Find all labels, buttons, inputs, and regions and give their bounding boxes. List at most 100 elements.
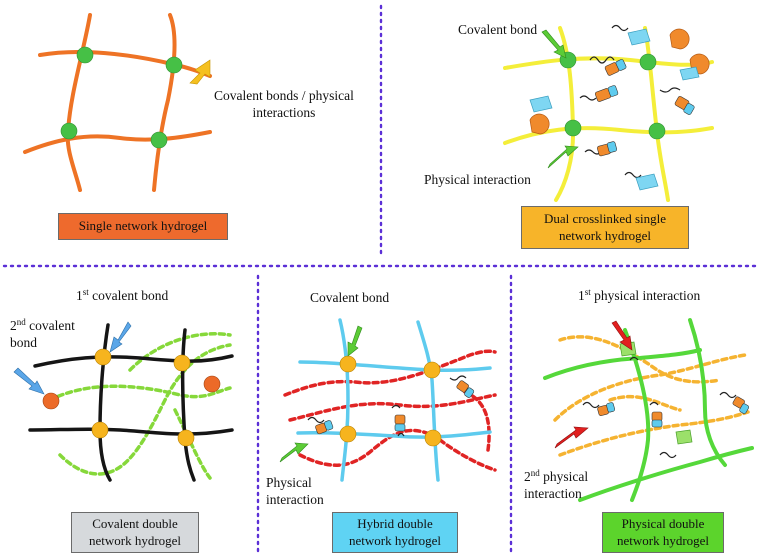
- dual-label-line1: Dual crosslinked single: [543, 211, 667, 227]
- strand: [688, 318, 727, 467]
- green-arrow-physical: [279, 442, 309, 463]
- dual-label-line2: network hydrogel: [558, 227, 652, 243]
- single-annotation: Covalent bonds / physical interactions: [214, 88, 354, 122]
- crosslink-node: [339, 355, 357, 373]
- first-covalent-bond-label: 1st covalent bond: [76, 288, 168, 305]
- linker: [397, 432, 405, 437]
- crosslink-node: [150, 131, 168, 149]
- free-cyan-motif: [627, 28, 651, 46]
- strand: [416, 320, 440, 482]
- hybrid-physical-line1: Physical: [266, 475, 312, 490]
- second-bond-sup: nd: [16, 317, 26, 327]
- blue-arrow-second: [13, 367, 45, 395]
- physical-motif: [606, 141, 618, 153]
- red-arrow-second: [554, 426, 589, 449]
- strand: [298, 360, 492, 373]
- linker: [624, 171, 642, 179]
- crosslink-node: [648, 122, 666, 140]
- first-bond-number: 1: [76, 288, 83, 303]
- strand: [578, 446, 754, 502]
- single-network-label-box: Single network hydrogel: [58, 213, 228, 240]
- first-physical-sup: st: [584, 287, 591, 297]
- crosslink-node: [564, 119, 582, 137]
- linker: [449, 375, 467, 381]
- strand: [152, 13, 177, 192]
- first-physical-label: 1st physical interaction: [578, 288, 700, 305]
- strand: [181, 328, 196, 482]
- strand: [38, 50, 212, 78]
- dashed-strand: [283, 349, 497, 397]
- dashed-strand: [558, 410, 750, 457]
- single-network-label: Single network hydrogel: [78, 218, 208, 234]
- linker: [649, 401, 659, 406]
- dashed-strand: [608, 394, 682, 412]
- free-cyan-motif: [635, 173, 659, 191]
- second-bond-text: covalent: [29, 318, 75, 333]
- hybrid-covalent-label: Covalent bond: [310, 290, 390, 305]
- linker: [307, 416, 325, 424]
- yellow-arrow: [189, 59, 211, 85]
- strand: [503, 56, 714, 70]
- dashed-strand: [48, 384, 232, 402]
- hybrid-double-line1: Hybrid double: [357, 516, 433, 532]
- hybrid-double-diagram: [279, 318, 497, 482]
- strand: [23, 130, 212, 154]
- second-physical-line2: interaction: [524, 485, 582, 501]
- green-arrow-covalent: [347, 325, 363, 357]
- dashed-strand: [298, 428, 497, 472]
- single-network-diagram: [23, 13, 212, 192]
- free-cyan-motif: [529, 95, 553, 113]
- green-arrow-physical: [547, 145, 579, 169]
- hybrid-physical-label: Physical interaction: [266, 475, 324, 509]
- first-bond-text: covalent bond: [92, 288, 169, 303]
- linker: [659, 87, 681, 93]
- first-bond-sup: st: [82, 287, 89, 297]
- crosslink-node: [177, 429, 195, 447]
- physical-motif: [456, 380, 469, 393]
- strand: [543, 348, 702, 380]
- crosslink-node: [91, 421, 109, 439]
- physical-motif: [615, 59, 627, 71]
- crosslink-node-orange: [42, 392, 60, 410]
- linker: [589, 56, 615, 64]
- hybrid-physical-line2: interaction: [266, 491, 324, 507]
- dual-crosslinked-diagram: [503, 24, 714, 202]
- green-square-motif: [675, 429, 693, 445]
- divider-lines: [2, 4, 758, 554]
- second-physical-text: physical: [543, 469, 589, 484]
- crosslink-node: [339, 425, 357, 443]
- dashed-strand: [128, 332, 232, 372]
- physical-double-line2: network hydrogel: [616, 532, 710, 548]
- dashed-strand: [288, 393, 497, 422]
- free-orange-motif: [669, 28, 690, 50]
- dashed-strand: [558, 335, 722, 384]
- single-annotation-line2: interactions: [252, 104, 316, 120]
- physical-double-line1: Physical double: [621, 516, 705, 532]
- strand: [338, 318, 350, 482]
- linker: [611, 24, 629, 32]
- dashed-strand: [58, 343, 232, 476]
- strand: [98, 323, 112, 482]
- covalent-double-line2: network hydrogel: [88, 532, 182, 548]
- physical-motif: [394, 414, 406, 425]
- second-physical-sup: nd: [530, 468, 540, 478]
- physical-motif: [607, 85, 619, 97]
- strand: [33, 354, 234, 368]
- physical-double-label-box: Physical double network hydrogel: [602, 512, 724, 553]
- covalent-double-diagram: [13, 321, 234, 482]
- physical-motif: [683, 103, 695, 115]
- linker: [629, 356, 639, 361]
- crosslink-node: [173, 354, 191, 372]
- physical-motif: [651, 411, 663, 422]
- second-bond-number: 2: [10, 318, 17, 333]
- dual-covalent-label: Covalent bond: [458, 22, 538, 37]
- dual-physical-label: Physical interaction: [424, 172, 531, 187]
- physical-motif: [394, 423, 406, 432]
- covalent-double-label-box: Covalent double network hydrogel: [71, 512, 199, 553]
- crosslink-node: [423, 361, 441, 379]
- physical-motif: [464, 387, 475, 398]
- crosslink-node: [639, 53, 657, 71]
- linker: [719, 391, 737, 399]
